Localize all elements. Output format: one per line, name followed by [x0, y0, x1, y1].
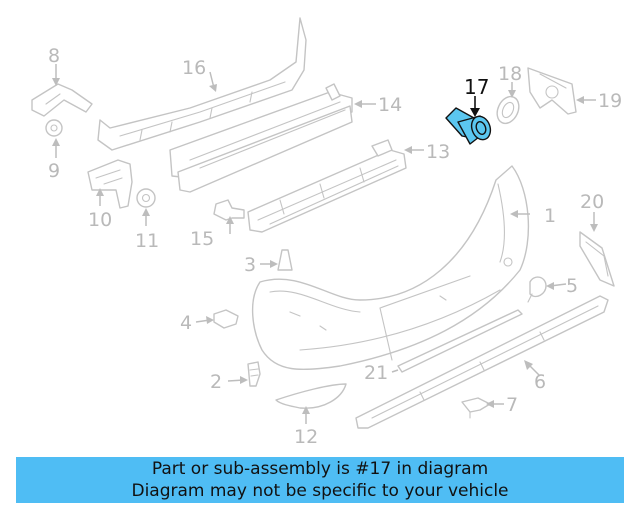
part-11-nut [136, 188, 156, 208]
part-10-lower-bracket [87, 159, 133, 209]
callout-17-highlighted: 17 [464, 75, 489, 99]
part-17-parking-sensor [445, 96, 492, 145]
callout-18: 18 [498, 63, 522, 85]
banner-line-1: Part or sub-assembly is #17 in diagram [151, 459, 489, 479]
part-6-lower-valance [355, 295, 609, 429]
part-18-retainer-ring [496, 95, 520, 125]
parts-diagram: 8 9 10 11 16 14 13 1 15 3 4 2 5 21 6 7 1… [31, 17, 622, 448]
banner-line-2: Diagram may not be specific to your vehi… [131, 481, 509, 501]
part-13-lower-beam [247, 139, 407, 233]
callout-labels: 8 9 10 11 16 14 13 1 15 3 4 2 5 21 6 7 1… [48, 45, 622, 448]
callout-13: 13 [426, 141, 450, 163]
part-12-reflector-trim [275, 383, 347, 409]
callout-3: 3 [244, 254, 256, 276]
callout-8: 8 [48, 45, 60, 67]
callout-9: 9 [48, 160, 60, 182]
part-14-impact-beam [169, 83, 353, 193]
callout-leaders [52, 64, 598, 424]
callout-20: 20 [580, 191, 604, 213]
callout-4: 4 [180, 312, 192, 334]
part-9-nut [45, 119, 63, 137]
callout-12: 12 [294, 426, 318, 448]
part-8-side-bracket [31, 83, 93, 117]
callout-16: 16 [182, 57, 206, 79]
callout-11: 11 [135, 230, 159, 252]
part-2-bolt [247, 361, 261, 387]
part-16-upper-bracket [97, 17, 307, 151]
part-15-clip [213, 199, 245, 221]
part-7-bracket [461, 397, 491, 419]
part-5-reflector [527, 276, 547, 303]
callout-7: 7 [506, 394, 518, 416]
part-3-clip [277, 249, 293, 271]
callout-6: 6 [534, 371, 546, 393]
callout-10: 10 [88, 209, 112, 231]
callout-21: 21 [364, 362, 388, 384]
callout-15: 15 [190, 228, 214, 250]
callout-5: 5 [566, 275, 578, 297]
part-1-bumper-cover [251, 165, 530, 371]
part-4-clip [213, 309, 239, 329]
part-19-sensor-bracket [527, 67, 577, 115]
callout-2: 2 [210, 371, 222, 393]
part-20-reflector [579, 231, 615, 287]
info-banner: Part or sub-assembly is #17 in diagram D… [16, 457, 624, 503]
callout-19: 19 [598, 90, 622, 112]
callout-14: 14 [378, 94, 402, 116]
callout-1: 1 [544, 205, 556, 227]
part-21-trim-strip [397, 309, 523, 373]
